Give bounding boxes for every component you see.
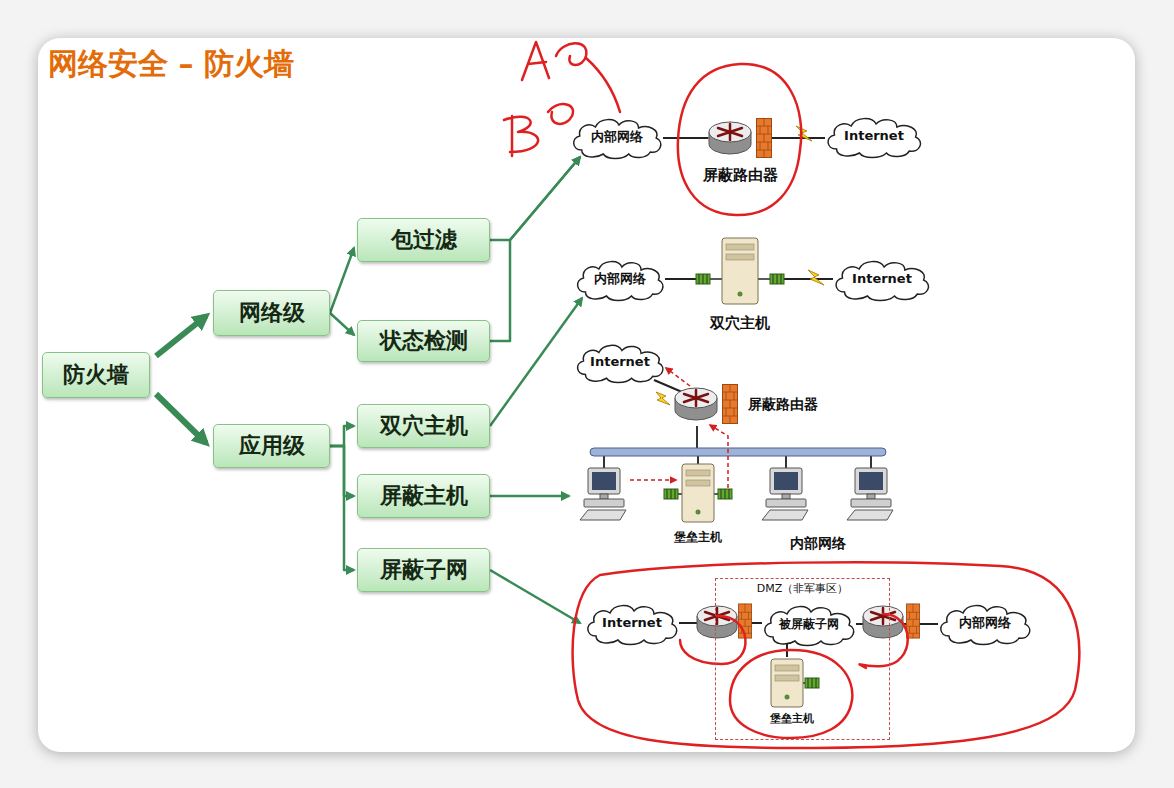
- dmz-zone: DMZ（非军事区） 被屏蔽子网堡垒主机: [715, 578, 890, 740]
- network-cloud: Internet: [822, 113, 926, 159]
- network-cloud: 被屏蔽子网: [759, 601, 859, 647]
- server-icon: [761, 657, 823, 709]
- node-label: DMZ（非军事区）: [757, 582, 849, 595]
- host-node: 双穴主机: [690, 236, 790, 334]
- node-label: 被屏蔽子网: [779, 617, 839, 631]
- network-cloud: 内部网络: [568, 114, 666, 160]
- pc-icon: [762, 468, 808, 520]
- pc-icon: [580, 468, 626, 520]
- connector: [490, 495, 569, 498]
- connector: [490, 157, 580, 341]
- node-label: 双穴主机: [380, 413, 468, 439]
- network-cloud: 内部网络: [935, 600, 1035, 646]
- node-label: Internet: [852, 271, 912, 287]
- router-icon: [863, 606, 903, 638]
- connector: [330, 313, 354, 335]
- connector: [330, 446, 354, 496]
- tree-box: 包过滤: [357, 218, 490, 262]
- node-label: 屏蔽子网: [380, 557, 468, 583]
- router-icon: [672, 382, 742, 426]
- host-node: 堡垒主机: [761, 657, 823, 725]
- connector: [330, 446, 354, 570]
- network-cloud: Internet: [582, 600, 682, 646]
- node-label: 屏蔽路由器: [748, 396, 818, 413]
- node-label: 防火墙: [63, 362, 129, 388]
- node-label: 双穴主机: [710, 314, 770, 332]
- tree-box: 网络级: [213, 290, 330, 336]
- network-region: 内部网络 堡垒主机: [572, 458, 902, 555]
- node-label: 堡垒主机: [674, 530, 722, 544]
- connector: [663, 137, 709, 139]
- connector: [156, 394, 206, 443]
- node-label: Internet: [602, 615, 662, 631]
- network-cloud: Internet: [572, 340, 668, 384]
- node-label: Internet: [590, 354, 650, 370]
- node-label: 内部网络: [591, 129, 643, 145]
- node-label: 内部网络: [594, 271, 646, 287]
- connector: [654, 380, 682, 392]
- node-label: 应用级: [239, 433, 305, 459]
- connector: [490, 157, 580, 240]
- network-cloud: 内部网络: [572, 256, 668, 302]
- connector: [330, 426, 354, 446]
- router-node: 屏蔽路由器: [672, 382, 822, 426]
- connector: [156, 316, 206, 356]
- tree-box: 屏蔽子网: [357, 548, 490, 592]
- node-label: 网络级: [239, 300, 305, 326]
- node-label: 堡垒主机: [770, 712, 814, 725]
- connector: [330, 248, 354, 313]
- host-node: 堡垒主机: [662, 462, 734, 550]
- lan-bus: [590, 426, 886, 468]
- server-icon: [690, 236, 790, 308]
- handwritten-annotation: [504, 42, 1079, 748]
- node-label: 内部网络: [790, 535, 846, 552]
- router-icon: [697, 606, 737, 638]
- router-node: 屏蔽路由器: [693, 116, 788, 190]
- tree-box: 双穴主机: [357, 404, 490, 448]
- tree-box: 应用级: [213, 424, 330, 468]
- slide-title: 网络安全 – 防火墙: [48, 44, 294, 85]
- node-label: Internet: [844, 128, 904, 144]
- node-label: 屏蔽路由器: [703, 166, 778, 184]
- connector: [772, 137, 826, 139]
- connector: [490, 298, 582, 426]
- node-label: 屏蔽主机: [380, 483, 468, 509]
- connector: [782, 278, 833, 280]
- connector: [665, 278, 698, 280]
- tree-box: 屏蔽主机: [357, 474, 490, 518]
- pc-icon: [847, 468, 893, 520]
- node-label: 包过滤: [391, 227, 457, 253]
- node-label: 状态检测: [380, 328, 468, 354]
- server-icon: [662, 462, 734, 524]
- router-icon: [706, 116, 776, 160]
- tree-box: 状态检测: [357, 320, 490, 362]
- network-cloud: Internet: [830, 256, 934, 302]
- connector: [490, 570, 580, 623]
- tree-box: 防火墙: [42, 352, 150, 398]
- node-label: 内部网络: [959, 615, 1011, 631]
